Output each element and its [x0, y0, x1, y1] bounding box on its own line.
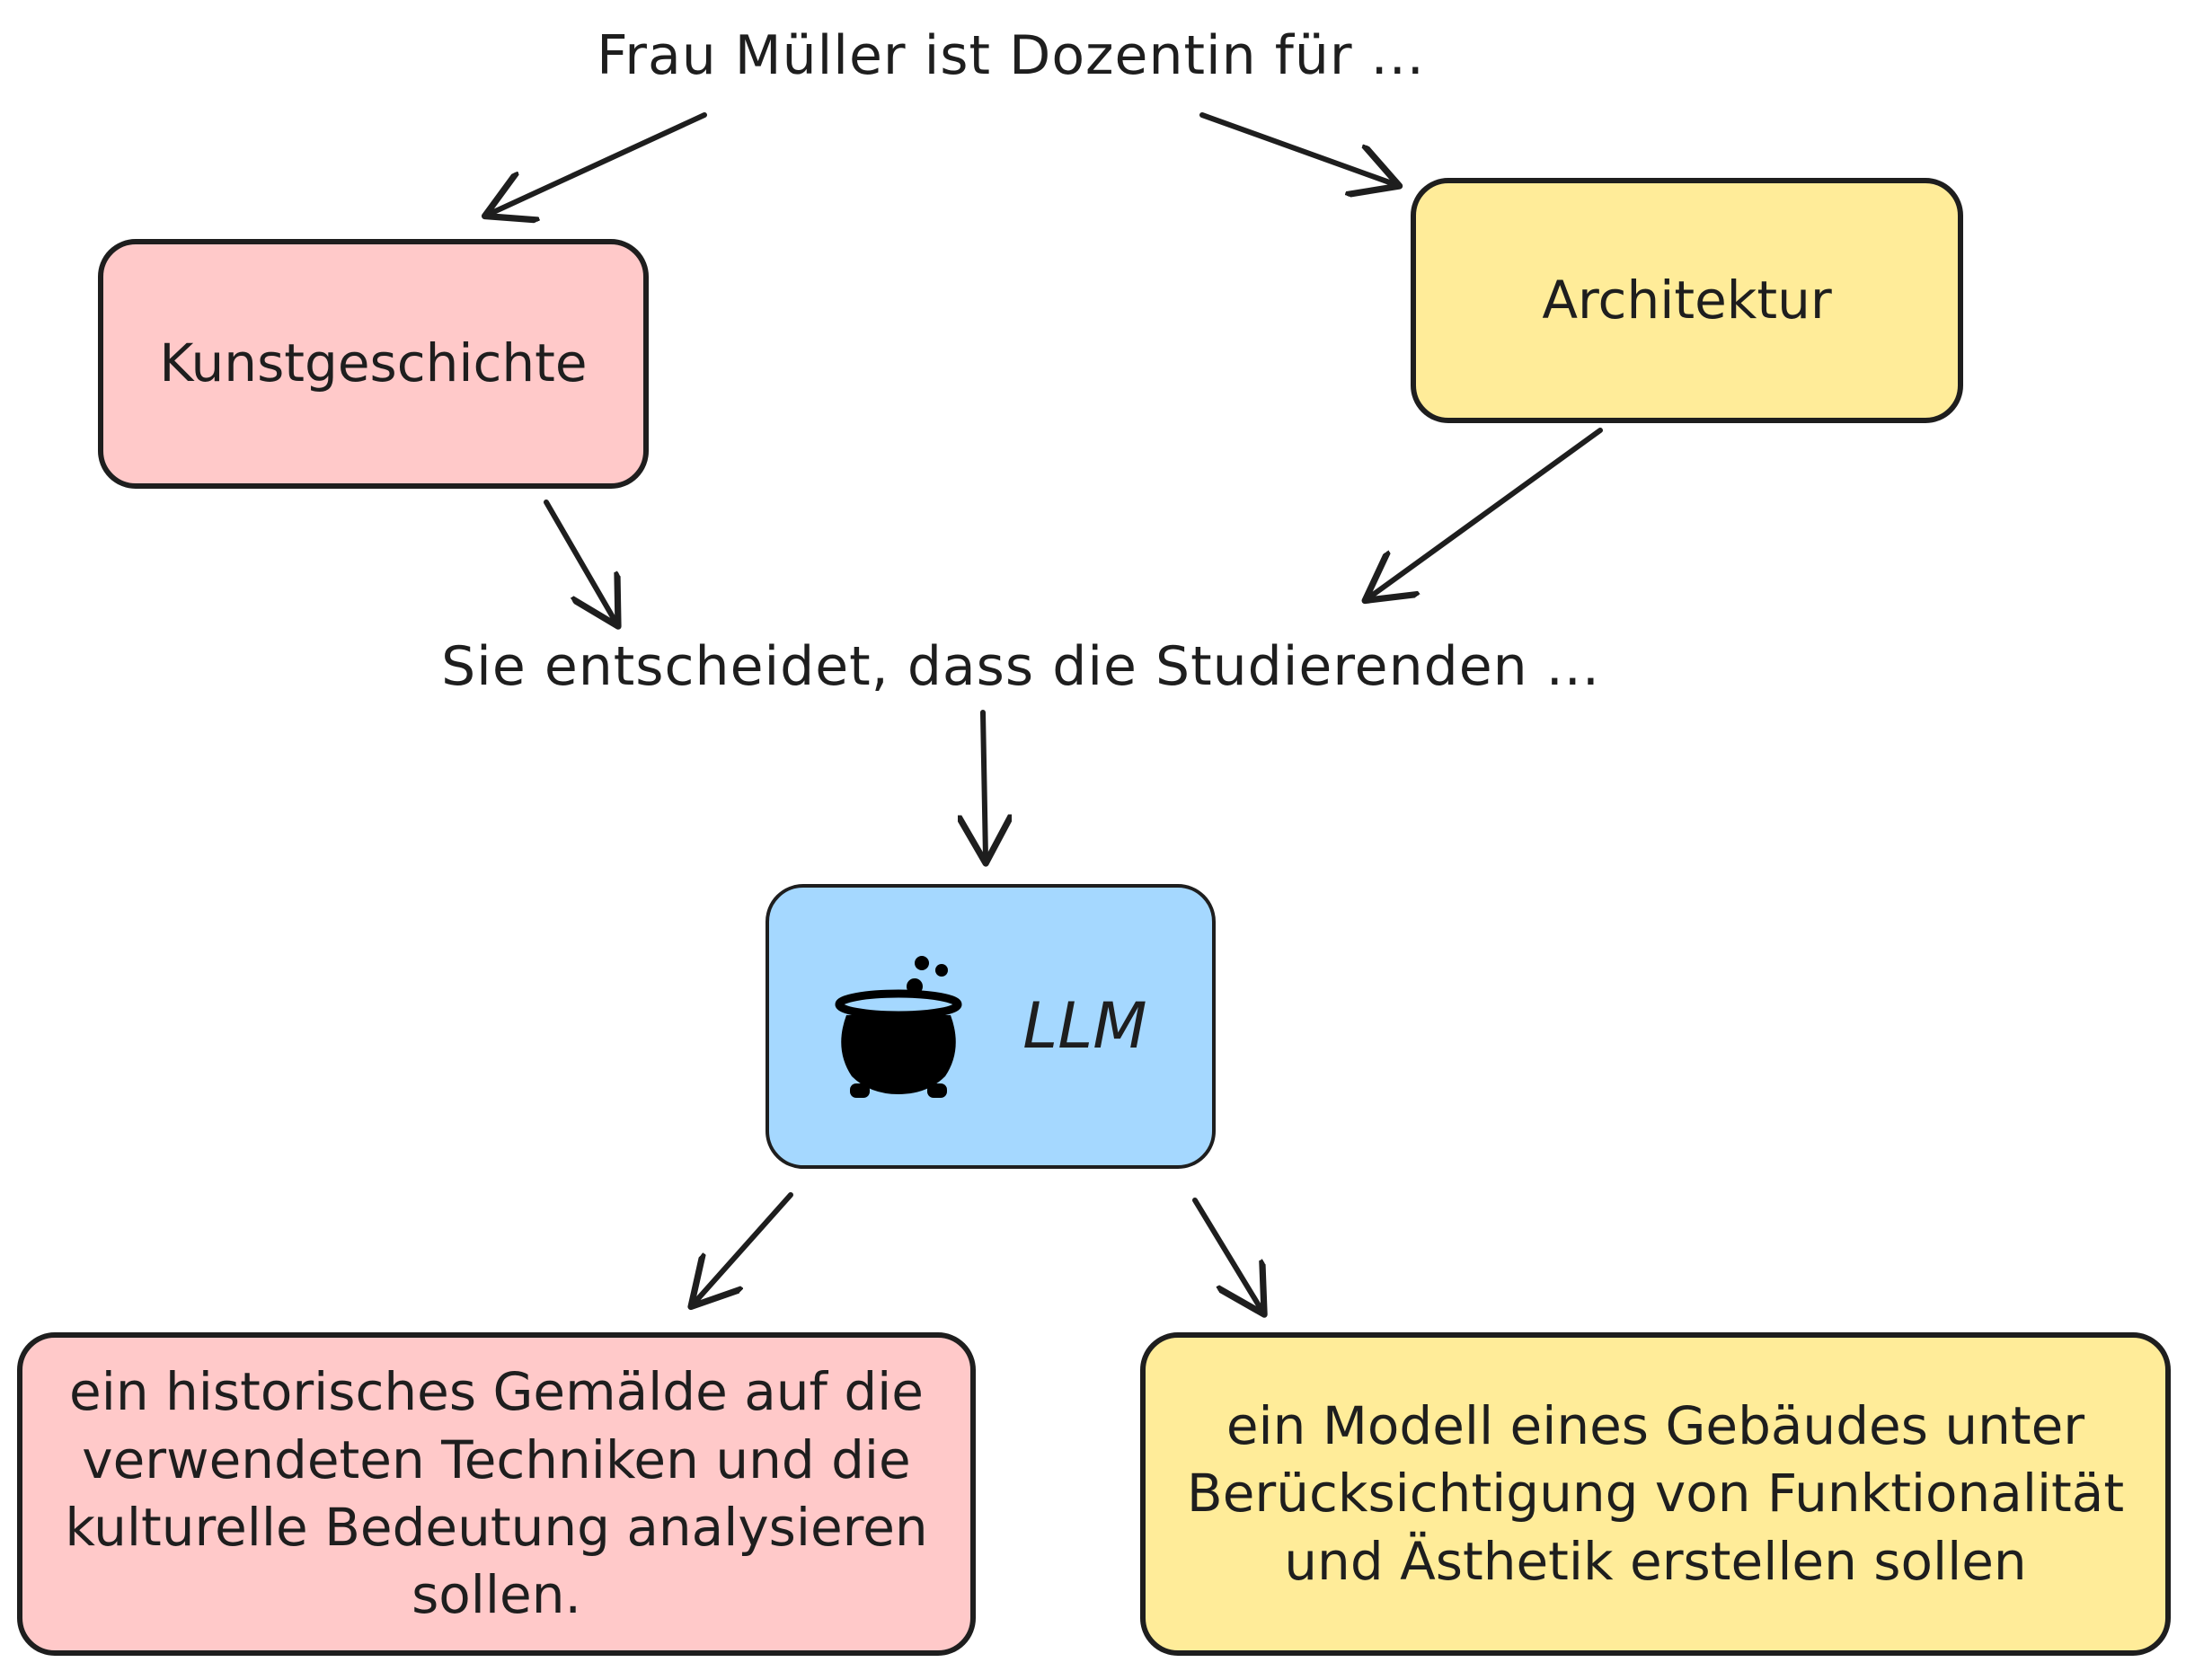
decision-text: Sie entscheidet, dass die Studierenden .…	[441, 635, 1600, 698]
subject-kunstgeschichte-label: Kunstgeschichte	[159, 332, 588, 394]
arrow-llm-to-right-outcome	[1192, 1198, 1261, 1310]
arrow-intro-to-kunstgeschichte	[490, 112, 707, 214]
subject-architektur: Architektur	[1411, 178, 1963, 423]
arrow-llm-to-left-outcome	[695, 1192, 793, 1303]
cauldron-icon	[835, 955, 962, 1098]
llm-label: LLM	[1022, 989, 1147, 1063]
subject-kunstgeschichte: Kunstgeschichte	[98, 239, 649, 489]
arrow-kunstgeschichte-to-decision	[544, 500, 615, 622]
arrow-decision-to-llm	[983, 710, 986, 858]
intro-text: Frau Müller ist Dozentin für ...	[597, 24, 1425, 87]
outcome-architektur: ein Modell eines Gebäudes unter Berücksi…	[1140, 1332, 2171, 1656]
outcome-kunstgeschichte: ein historisches Gemälde auf die verwend…	[17, 1332, 976, 1656]
arrow-intro-to-architektur	[1199, 112, 1394, 184]
llm-box: LLM	[766, 884, 1216, 1169]
subject-architektur-label: Architektur	[1542, 269, 1832, 331]
outcome-architektur-text: ein Modell eines Gebäudes unter Berücksi…	[1186, 1394, 2125, 1592]
arrow-architektur-to-decision	[1369, 428, 1603, 597]
outcome-kunstgeschichte-text: ein historisches Gemälde auf die verwend…	[65, 1361, 928, 1626]
